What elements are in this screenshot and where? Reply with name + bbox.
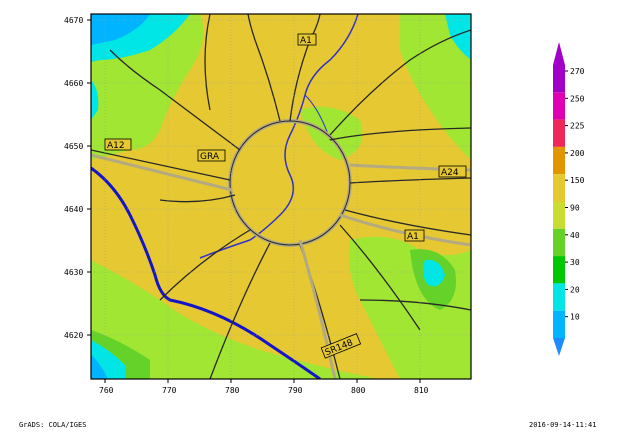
legend-label: 225: [570, 122, 585, 131]
footer-credit: GrADS: COLA/IGES: [19, 421, 87, 429]
coastline: [91, 166, 321, 379]
legend-label: 10: [570, 313, 580, 322]
x-axis: 760 770 780 790 800 810: [99, 379, 429, 395]
y-tick-label: 4670: [64, 16, 83, 25]
legend-label: 40: [570, 231, 580, 240]
svg-text:GRA: GRA: [200, 152, 220, 162]
legend-label: 250: [570, 94, 585, 103]
legend-swatch: [553, 201, 565, 229]
y-tick-label: 4630: [64, 268, 83, 277]
x-tick-label: 780: [225, 386, 240, 395]
grid-lines: [91, 14, 471, 379]
cyan-patch-se: [423, 259, 445, 287]
y-tick-label: 4620: [64, 331, 83, 340]
legend-label: 20: [570, 285, 580, 294]
legend-swatch: [553, 119, 565, 147]
road-label-a1-east: A1: [404, 229, 425, 242]
cyan-zone-ne: [445, 14, 471, 60]
svg-text:A1: A1: [407, 232, 419, 242]
y-tick-label: 4650: [64, 142, 83, 151]
road-label-gra: GRA: [197, 149, 226, 162]
sky-zone-nw: [91, 14, 150, 45]
footer-timestamp: 2016-09-14-11:41: [529, 421, 597, 429]
road-network: [91, 14, 471, 379]
legend-swatch: [553, 283, 565, 311]
svg-text:A1: A1: [300, 36, 312, 46]
legend-swatch: [553, 228, 565, 257]
legend-swatch: [553, 310, 565, 338]
legend-swatch: [553, 146, 565, 175]
legend-label: 200: [570, 149, 585, 158]
legend-swatch: [553, 65, 565, 93]
legend-arrow-top: [553, 42, 565, 65]
y-axis: 4670 4660 4650 4640 4630 4620: [64, 16, 91, 340]
x-tick-label: 810: [414, 386, 429, 395]
river: [199, 14, 359, 259]
road-label-a1-north: A1: [297, 33, 317, 46]
legend-swatch: [553, 174, 565, 202]
cyan-zone-west: [91, 80, 99, 120]
south-green-zone: [91, 260, 380, 379]
plot-frame: [90, 13, 472, 380]
sky-zone-sw: [91, 355, 108, 379]
svg-text:A24: A24: [441, 168, 459, 178]
legend-label: 30: [570, 258, 580, 267]
road-label-a24: A24: [438, 165, 467, 178]
legend-arrow-bottom: [553, 338, 565, 356]
legend-swatch: [553, 92, 565, 120]
svg-text:A12: A12: [107, 141, 125, 151]
x-tick-label: 790: [288, 386, 303, 395]
legend-label: 150: [570, 176, 585, 185]
map-plot-area: [91, 14, 471, 379]
legend-label: 90: [570, 204, 580, 213]
x-tick-label: 800: [351, 386, 366, 395]
northeast-green-zone: [400, 14, 471, 160]
x-tick-label: 770: [162, 386, 177, 395]
y-tick-label: 4660: [64, 79, 83, 88]
y-tick-label: 4640: [64, 205, 83, 214]
legend-swatch: [553, 256, 565, 284]
color-legend: 270 250 225 200 150 90 40 30 20 10: [553, 42, 585, 356]
road-label-a12: A12: [104, 138, 132, 151]
x-tick-label: 760: [99, 386, 114, 395]
legend-label: 270: [570, 67, 585, 76]
